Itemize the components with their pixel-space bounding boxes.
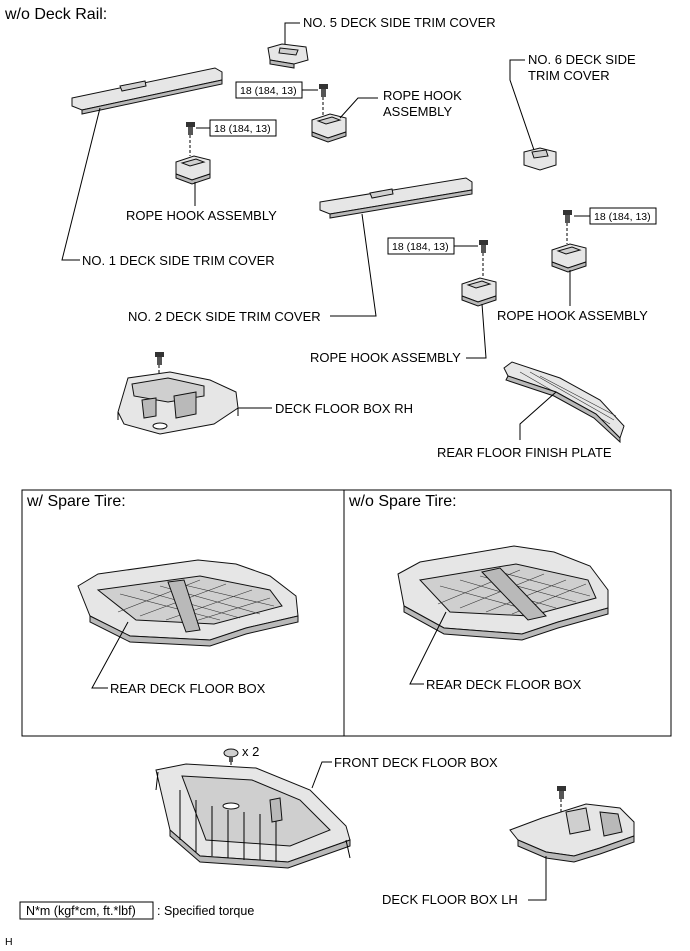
torque-value-4: 18 (184, 13) (392, 241, 449, 253)
rope-hook-assembly-top-part (311, 113, 347, 143)
rear-floor-finish-plate-part (503, 361, 625, 444)
label-rope-hook-mid: ROPE HOOK ASSEMBLY (310, 350, 461, 365)
bolt-icon-5 (155, 352, 164, 365)
rope-hook-assembly-left-part (175, 155, 211, 185)
label-rear-box-spare: REAR DECK FLOOR BOX (110, 681, 266, 696)
panel-without-spare-tire (343, 489, 672, 737)
deck-floor-box-lh-part (509, 803, 635, 863)
header-wo-deck-rail: w/o Deck Rail: (4, 6, 107, 23)
rear-deck-floor-box-spare-part (77, 559, 299, 647)
rope-hook-assembly-right-part (551, 243, 587, 273)
torque-value-2: 18 (184, 13) (214, 123, 271, 135)
label-floor-box-rh: DECK FLOOR BOX RH (275, 401, 413, 416)
no5-deck-side-trim-cover-part (267, 43, 309, 69)
header-with-spare-tire: w/ Spare Tire: (26, 493, 126, 510)
bolt-icon-1 (319, 84, 328, 97)
label-no6-cover-2: TRIM COVER (528, 68, 610, 83)
label-rope-hook-top-1: ROPE HOOK (383, 88, 462, 103)
label-no6-cover-1: NO. 6 DECK SIDE (528, 52, 636, 67)
legend-torque-box (19, 901, 154, 920)
bolt-icon-4 (479, 240, 488, 253)
label-floor-box-lh: DECK FLOOR BOX LH (382, 892, 518, 907)
label-no1-cover: NO. 1 DECK SIDE TRIM COVER (82, 253, 275, 268)
footer-code: H (5, 936, 13, 948)
legend-box-text: N*m (kgf*cm, ft.*lbf) (26, 904, 136, 918)
label-no5-cover: NO. 5 DECK SIDE TRIM COVER (303, 15, 496, 30)
no2-deck-side-trim-cover-part (319, 177, 473, 219)
front-deck-floor-box-part (155, 763, 351, 869)
torque-value-1: 18 (184, 13) (240, 85, 297, 97)
label-rope-hook-left: ROPE HOOK ASSEMBLY (126, 208, 277, 223)
no1-deck-side-trim-cover-part (71, 67, 223, 115)
bolt-icon-6 (557, 786, 566, 799)
label-no2-cover: NO. 2 DECK SIDE TRIM COVER (128, 309, 321, 324)
bolt-icon-3 (563, 210, 572, 223)
label-rear-box-nospare: REAR DECK FLOOR BOX (426, 677, 582, 692)
no6-deck-side-trim-cover-part (523, 147, 557, 171)
label-front-box: FRONT DECK FLOOR BOX (334, 755, 498, 770)
bolt-icon-2 (186, 122, 195, 135)
label-rope-hook-top-2: ASSEMBLY (383, 104, 452, 119)
rope-hook-assembly-mid-part (461, 277, 497, 307)
deck-floor-box-rh-part (117, 371, 239, 435)
clip-icon (223, 748, 239, 762)
label-rope-hook-right: ROPE HOOK ASSEMBLY (497, 308, 648, 323)
header-without-spare-tire: w/o Spare Tire: (348, 493, 457, 510)
rear-deck-floor-box-nospare-part (397, 545, 609, 641)
label-qty: x 2 (242, 744, 259, 759)
legend-desc: : Specified torque (157, 904, 254, 918)
label-finish-plate: REAR FLOOR FINISH PLATE (437, 445, 612, 460)
torque-value-3: 18 (184, 13) (594, 211, 651, 223)
